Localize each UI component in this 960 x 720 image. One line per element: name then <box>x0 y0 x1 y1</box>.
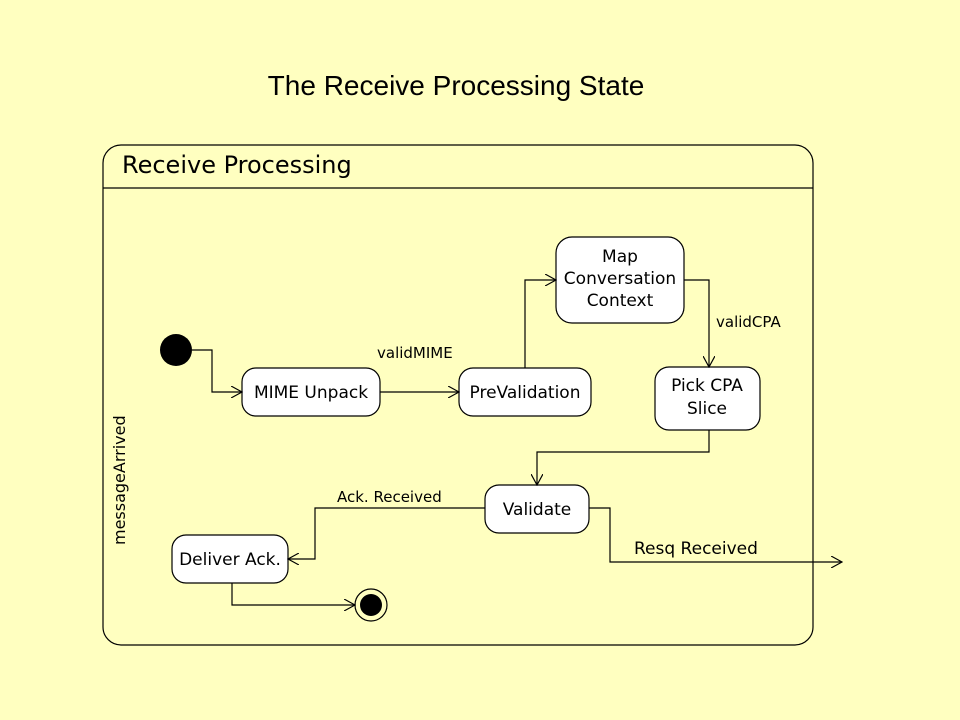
valid-mime-label: validMIME <box>377 344 453 362</box>
state-map-line-1: Map <box>602 247 638 267</box>
message-arrived-label: messageArrived <box>110 415 129 545</box>
transition-prevalidation-to-map <box>524 280 556 368</box>
valid-cpa-label: validCPA <box>716 313 781 331</box>
state-prevalidation: PreValidation <box>458 367 592 417</box>
state-validate-label: Validate <box>503 500 572 520</box>
initial-state <box>160 334 192 366</box>
composite-state-name: Receive Processing <box>122 151 352 179</box>
state-pick-cpa-line-2: Slice <box>687 399 727 419</box>
resq-received-label: Resq Received <box>634 539 758 559</box>
transition-map-to-pick-cpa <box>684 279 709 367</box>
transition-initial-to-mime-unpack <box>192 349 242 392</box>
slide-title: The Receive Processing State <box>267 70 645 101</box>
state-mime-unpack: MIME Unpack <box>241 367 381 417</box>
state-map-conversation-context: Map Conversation Context <box>555 236 685 324</box>
state-prevalidation-label: PreValidation <box>470 383 581 403</box>
state-validate: Validate <box>484 484 590 534</box>
composite-state-frame <box>102 144 814 646</box>
transition-validate-resq-received <box>589 507 842 562</box>
ack-received-label: Ack. Received <box>337 488 442 506</box>
state-mime-unpack-label: MIME Unpack <box>254 383 368 403</box>
final-state-core <box>360 594 382 616</box>
state-pick-cpa-slice: Pick CPA Slice <box>654 366 761 431</box>
state-deliver-ack-label: Deliver Ack. <box>179 550 281 570</box>
state-pick-cpa-line-1: Pick CPA <box>671 376 743 396</box>
transition-pick-cpa-to-validate <box>537 430 710 485</box>
state-map-line-2: Conversation <box>564 269 676 289</box>
transition-deliver-ack-to-final <box>231 583 355 605</box>
state-deliver-ack: Deliver Ack. <box>171 534 289 584</box>
transition-validate-to-deliver-ack <box>288 507 485 559</box>
state-map-line-3: Context <box>587 291 654 311</box>
